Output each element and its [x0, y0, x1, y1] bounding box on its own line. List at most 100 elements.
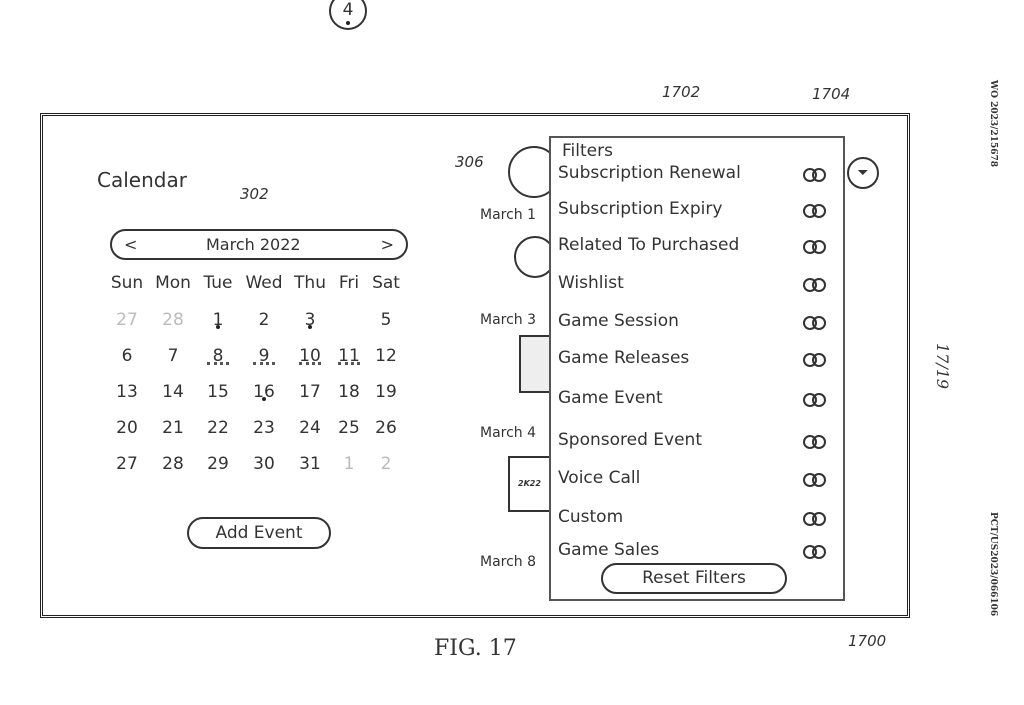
- day-number: 15: [207, 382, 229, 402]
- filters-title: Filters: [562, 141, 613, 161]
- calendar-day[interactable]: 12: [366, 346, 406, 366]
- calendar-day[interactable]: 1: [198, 310, 238, 330]
- day-number: 5: [380, 310, 392, 330]
- calendar-day[interactable]: 16: [244, 382, 284, 402]
- calendar-day[interactable]: 27: [107, 454, 147, 474]
- day-number: 13: [116, 382, 138, 402]
- filter-toggle[interactable]: [803, 204, 829, 218]
- calendar-day[interactable]: 28: [153, 310, 193, 330]
- calendar-day[interactable]: 1: [329, 454, 369, 474]
- next-month-button[interactable]: >: [380, 235, 394, 254]
- calendar-day[interactable]: 28: [153, 454, 193, 474]
- day-number: 25: [338, 418, 360, 438]
- filter-label: Related To Purchased: [558, 235, 740, 255]
- calendar-day[interactable]: 27: [107, 310, 147, 330]
- calendar-day[interactable]: 22: [198, 418, 238, 438]
- calendar-day[interactable]: 5: [366, 310, 406, 330]
- calendar-day[interactable]: 9: [244, 346, 284, 368]
- filter-toggle[interactable]: [803, 473, 829, 487]
- day-number: 18: [338, 382, 360, 402]
- day-number: 12: [375, 346, 397, 366]
- calendar-day[interactable]: 13: [107, 382, 147, 402]
- calendar-day[interactable]: 21: [153, 418, 193, 438]
- day-number: 31: [299, 454, 321, 474]
- calendar-day[interactable]: 6: [107, 346, 147, 366]
- filter-toggle[interactable]: [803, 168, 829, 182]
- event-date: March 8: [480, 554, 537, 570]
- calendar-day[interactable]: 7: [153, 346, 193, 366]
- filter-toggle[interactable]: [803, 353, 829, 367]
- day-number: 16: [253, 382, 275, 402]
- calendar-day[interactable]: 18: [329, 382, 369, 402]
- day-number: 20: [116, 418, 138, 438]
- filter-label: Sponsored Event: [558, 430, 702, 450]
- day-number: 3: [304, 310, 316, 330]
- day-number: 9: [258, 346, 270, 366]
- calendar-day[interactable]: 25: [329, 418, 369, 438]
- day-number: 2: [380, 454, 392, 474]
- event-date: March 3: [480, 312, 537, 328]
- filter-icon[interactable]: ⏷: [847, 157, 879, 189]
- filter-label: Game Event: [558, 388, 663, 408]
- screen-frame: [40, 113, 910, 618]
- ref-1704: 1704: [812, 85, 851, 103]
- filter-toggle[interactable]: [803, 278, 829, 292]
- calendar-day[interactable]: 30: [244, 454, 284, 474]
- calendar-day[interactable]: 4: [329, 0, 367, 30]
- reset-filters-button[interactable]: Reset Filters: [601, 563, 787, 594]
- add-event-button[interactable]: Add Event: [187, 517, 331, 549]
- prev-month-button[interactable]: <: [124, 235, 138, 254]
- month-label: March 2022: [206, 235, 301, 254]
- event-indicator: [262, 397, 266, 401]
- day-number: 19: [375, 382, 397, 402]
- event-indicator: [346, 21, 350, 25]
- ref-306: 306: [455, 153, 484, 171]
- filter-label: Custom: [558, 507, 624, 527]
- calendar-day[interactable]: 8: [198, 346, 238, 368]
- filter-toggle[interactable]: [803, 240, 829, 254]
- day-number: 23: [253, 418, 275, 438]
- day-number: 1: [212, 310, 224, 330]
- calendar-day[interactable]: 3: [290, 310, 330, 330]
- calendar-day[interactable]: 17: [290, 382, 330, 402]
- calendar-day[interactable]: 15: [198, 382, 238, 402]
- calendar-day[interactable]: 11: [329, 346, 369, 368]
- day-number: 6: [121, 346, 133, 366]
- day-number: 14: [162, 382, 184, 402]
- event-indicator: [299, 362, 321, 368]
- filter-label: Wishlist: [558, 273, 624, 293]
- day-number: 26: [375, 418, 397, 438]
- filter-toggle[interactable]: [803, 545, 829, 559]
- calendar-day[interactable]: 2: [244, 310, 284, 330]
- calendar-day[interactable]: 10: [290, 346, 330, 368]
- calendar-day[interactable]: 14: [153, 382, 193, 402]
- weekday-header: Tue: [203, 273, 233, 293]
- day-number: 2: [258, 310, 270, 330]
- filter-toggle[interactable]: [803, 512, 829, 526]
- event-indicator: [338, 362, 360, 368]
- calendar-day[interactable]: 23: [244, 418, 284, 438]
- calendar-day[interactable]: 26: [366, 418, 406, 438]
- filter-label: Game Releases: [558, 348, 690, 368]
- calendar-day[interactable]: 20: [107, 418, 147, 438]
- filter-toggle[interactable]: [803, 435, 829, 449]
- day-number: 22: [207, 418, 229, 438]
- ref-1700: 1700: [848, 632, 887, 650]
- filter-toggle[interactable]: [803, 316, 829, 330]
- day-number: 28: [162, 310, 184, 330]
- calendar-day[interactable]: 2: [366, 454, 406, 474]
- event-indicator: [207, 362, 229, 368]
- calendar-day[interactable]: 31: [290, 454, 330, 474]
- calendar-title: Calendar: [97, 168, 187, 192]
- filter-toggle[interactable]: [803, 393, 829, 407]
- day-number: 28: [162, 454, 184, 474]
- filter-label: Voice Call: [558, 468, 641, 488]
- calendar-day[interactable]: 29: [198, 454, 238, 474]
- figure-label: FIG. 17: [434, 636, 517, 661]
- weekday-header: Sun: [110, 273, 144, 293]
- day-number: 27: [116, 310, 138, 330]
- day-number: 24: [299, 418, 321, 438]
- calendar-day[interactable]: 19: [366, 382, 406, 402]
- calendar-day[interactable]: 24: [290, 418, 330, 438]
